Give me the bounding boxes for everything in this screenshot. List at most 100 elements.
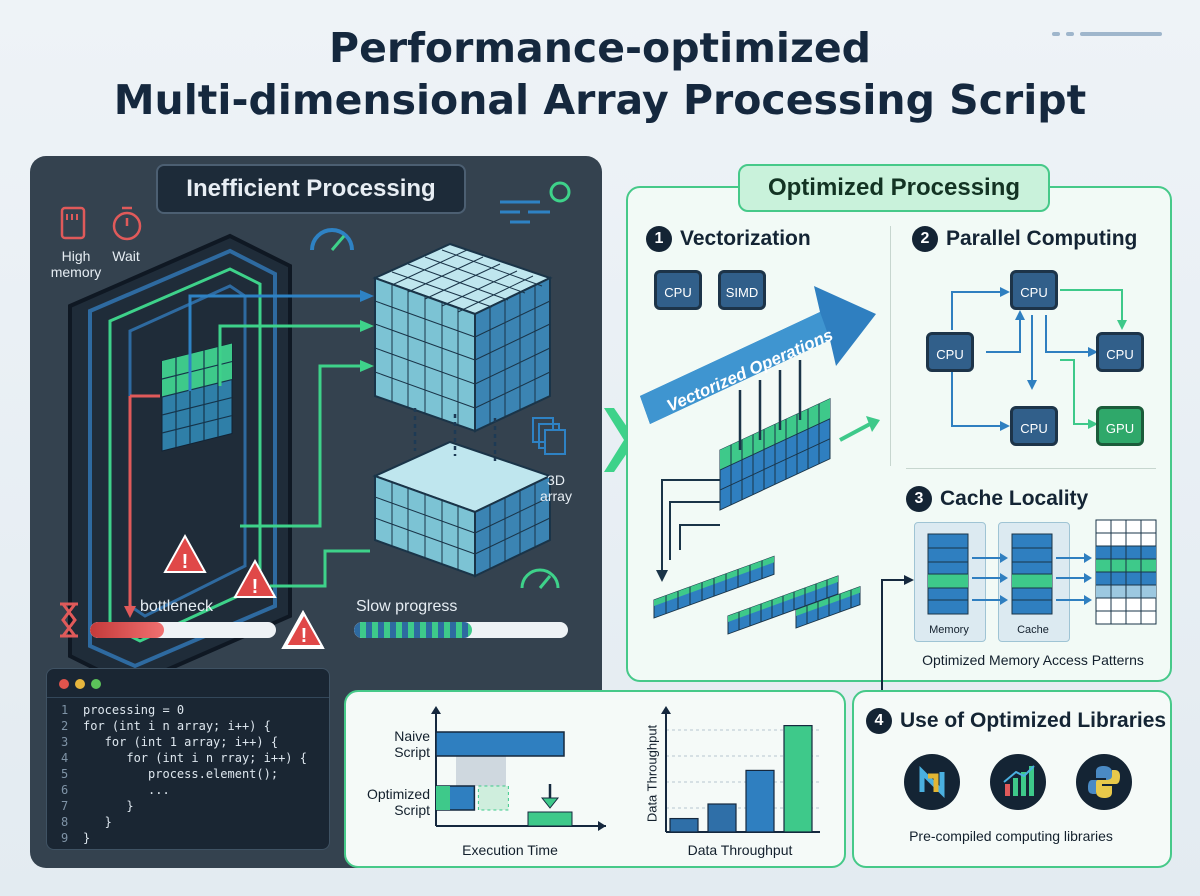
step-number: 4 — [866, 708, 892, 734]
bottleneck-bar — [90, 622, 276, 638]
code-line-number: 9 — [61, 831, 69, 845]
code-line: 3 for (int 1 array; i++) { — [61, 735, 278, 749]
code-line: 7 } — [61, 799, 134, 813]
high-memory-label: High memory — [50, 248, 102, 280]
y-axis-arrow — [431, 706, 441, 714]
data-throughput-chart — [661, 706, 820, 833]
bar-naive-script — [435, 731, 565, 757]
svg-text:!: ! — [182, 551, 189, 573]
code-line-number: 2 — [61, 719, 69, 733]
bottleneck-label: bottleneck — [140, 598, 213, 615]
svg-text:!: ! — [252, 576, 259, 598]
window-dot-green — [91, 679, 101, 689]
decoration-line — [1080, 32, 1162, 36]
code-line-text: for (int i n array; i++) { — [83, 719, 271, 733]
memory-label: Memory — [929, 624, 969, 636]
bar-optimized-result — [527, 811, 573, 827]
throughput-bar-3 — [745, 769, 775, 833]
code-line-text: } — [83, 831, 91, 845]
throughput-bar-1 — [669, 817, 699, 833]
loop-frame-1 — [88, 248, 277, 669]
bottleneck-bar-fill — [90, 622, 165, 638]
code-line-number: 7 — [61, 799, 69, 813]
step-number: 3 — [906, 486, 932, 512]
slow-progress-bar-fill — [354, 622, 472, 638]
bar-optimized-ghost — [477, 785, 509, 811]
time-reduction-shade — [456, 756, 506, 786]
code-line-text: for (int 1 array; i++) { — [83, 735, 279, 749]
inefficient-illustration: ! ! ! — [60, 181, 571, 689]
cache-label: Cache — [1017, 624, 1049, 636]
code-line-text: for (int i n rray; i++) { — [83, 751, 307, 765]
connector-arrow — [881, 575, 914, 706]
3d-array-cube-bottom — [372, 440, 553, 578]
code-line: 2 for (int i n array; i++) { — [61, 719, 271, 733]
panel-divider-vertical — [890, 226, 891, 466]
bar-optimized-script-accent — [436, 786, 450, 810]
y-axis-arrow — [661, 706, 671, 714]
vectorized-operations-label: Vectorized Operations — [664, 325, 836, 415]
code-line-number: 4 — [61, 751, 69, 765]
layers-icon — [532, 417, 566, 455]
libraries-caption: Pre-compiled computing libraries — [909, 828, 1113, 844]
panel-divider-horizontal — [906, 468, 1156, 469]
memory-card-icon — [60, 206, 86, 240]
down-arrow-icon — [540, 797, 560, 809]
throughput-bar-2 — [707, 803, 737, 833]
settings-icon — [500, 181, 571, 224]
bar-chart-library-icon — [990, 754, 1046, 810]
execution-time-chart — [431, 706, 606, 831]
cpu-chip: CPU — [926, 332, 974, 372]
step-number: 1 — [646, 226, 672, 252]
warning-icon: ! — [284, 612, 324, 647]
wait-label: Wait — [112, 248, 140, 264]
vectorized-operations-arrow: Vectorized Operations — [640, 286, 880, 635]
hourglass-icon — [60, 602, 78, 638]
naive-script-label: Naive Script — [394, 728, 430, 760]
gpu-chip: GPU — [1096, 406, 1144, 446]
execution-time-label: Execution Time — [462, 842, 558, 858]
optimized-processing-badge: Optimized Processing — [738, 164, 1050, 212]
code-line-number: 3 — [61, 735, 69, 749]
python-icon — [1076, 754, 1132, 810]
loop-frame-outer — [68, 233, 292, 689]
title-line-2: Multi-dimensional Array Processing Scrip… — [113, 76, 1087, 124]
simd-chip: SIMD — [718, 270, 766, 310]
window-dot-yellow — [75, 679, 85, 689]
small-array-grid — [161, 342, 233, 452]
window-dot-red — [59, 679, 69, 689]
cpu-chip: CPU — [654, 270, 702, 310]
title-line-1: Performance-optimized — [329, 24, 871, 72]
code-line-text: processing = 0 — [83, 703, 185, 717]
cpu-chip: CPU — [1096, 332, 1144, 372]
code-line-text: } — [83, 799, 134, 813]
cpu-chip: CPU — [1010, 270, 1058, 310]
x-axis-arrow — [598, 821, 606, 831]
svg-text:!: ! — [301, 625, 308, 647]
stopwatch-icon — [112, 206, 142, 241]
code-line: 5 process.element(); — [61, 767, 278, 781]
step-number: 2 — [912, 226, 938, 252]
code-line-text: } — [83, 815, 112, 829]
decoration-dash — [1066, 32, 1074, 36]
inefficient-processing-badge: Inefficient Processing — [156, 164, 466, 214]
code-line: 9} — [61, 831, 90, 845]
cpu-chip: CPU — [1010, 406, 1058, 446]
3d-array-cube-top — [372, 242, 553, 433]
slow-progress-bar — [354, 622, 568, 638]
slow-progress-label: Slow progress — [356, 598, 458, 615]
optimized-script-label: Optimized Script — [366, 786, 430, 818]
code-line-text: ... — [83, 783, 170, 797]
decoration-dash — [1052, 32, 1060, 36]
cache-locality-diagram — [927, 519, 1157, 625]
warning-icon: ! — [233, 558, 277, 598]
speed-gauge-icon — [310, 228, 354, 251]
code-line-number: 8 — [61, 815, 69, 829]
3d-array-label: 3D array — [540, 472, 572, 504]
